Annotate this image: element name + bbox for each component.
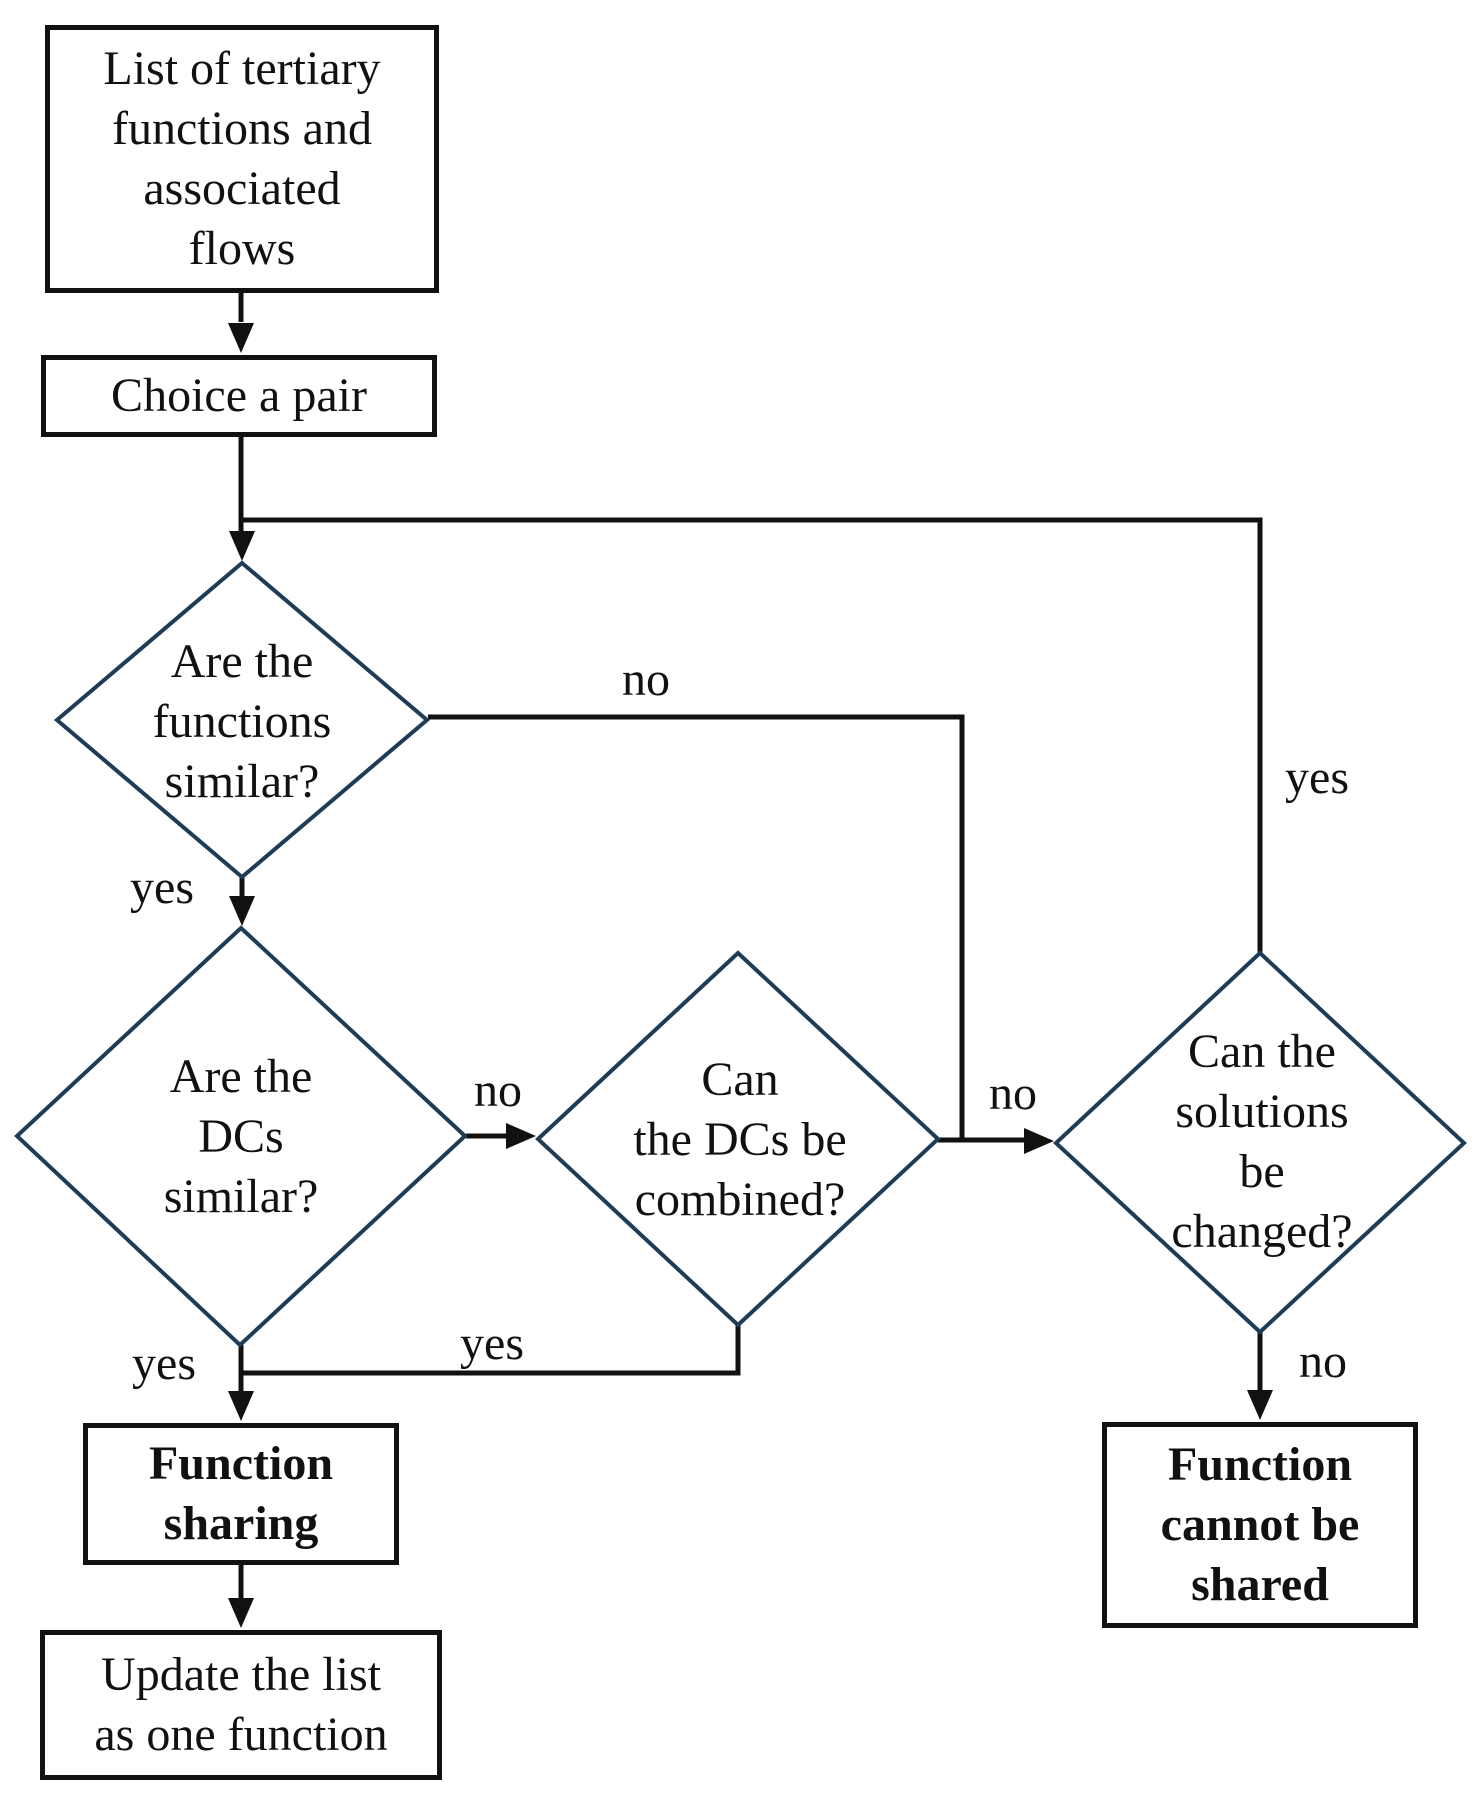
edge-label-functions-similar-yes: yes <box>130 861 194 914</box>
dcs-combined-diamond-label: Can the DCs be combined? <box>633 1053 847 1226</box>
edge-label-solutions-changed-no: no <box>1299 1335 1347 1388</box>
edge-label-functions-similar-no: no <box>622 653 670 706</box>
arrowhead-into-dcs-similar <box>229 896 255 926</box>
edge-solutions-yes-return <box>241 517 1263 953</box>
edge-label-dcs-combined-no: no <box>989 1067 1037 1120</box>
edge-label-dcs-similar-no: no <box>474 1064 522 1117</box>
edge-functions-similar-no <box>428 714 965 1140</box>
function-sharing-box: Function sharing <box>83 1423 399 1565</box>
functions-similar-diamond-shape <box>53 560 431 880</box>
dcs-similar-diamond-label: Are the DCs similar? <box>163 1050 319 1223</box>
edge-label-dcs-combined-yes: yes <box>460 1317 524 1370</box>
arrowhead-into-cannot-be-shared <box>1247 1390 1273 1420</box>
update-list-box: Update the list as one function <box>40 1630 442 1780</box>
edge-label-solutions-changed-yes: yes <box>1285 751 1349 804</box>
function-cannot-be-shared-box: Function cannot be shared <box>1102 1422 1418 1628</box>
arrowhead-into-choice <box>228 323 254 353</box>
functions-similar-diamond-label: Are the functions similar? <box>152 635 332 808</box>
arrowhead-into-functions-similar <box>229 531 255 561</box>
start-box: List of tertiary functions and associate… <box>45 25 439 293</box>
edge-label-dcs-similar-yes: yes <box>132 1337 196 1390</box>
solutions-changed-diamond-label: Can the solutions be changed? <box>1171 1025 1353 1258</box>
arrowhead-into-solutions-changed <box>1024 1128 1054 1154</box>
choice-a-pair-box: Choice a pair <box>41 355 437 437</box>
solutions-changed-diamond-shape <box>1053 950 1467 1335</box>
arrowhead-into-dcs-combined <box>506 1123 536 1149</box>
arrowhead-into-function-sharing <box>228 1391 254 1421</box>
edge-dcs-combined-yes <box>241 1325 741 1376</box>
arrowhead-into-update-list <box>228 1598 254 1628</box>
dcs-combined-diamond-shape <box>535 950 941 1328</box>
dcs-similar-diamond-shape <box>14 925 468 1348</box>
